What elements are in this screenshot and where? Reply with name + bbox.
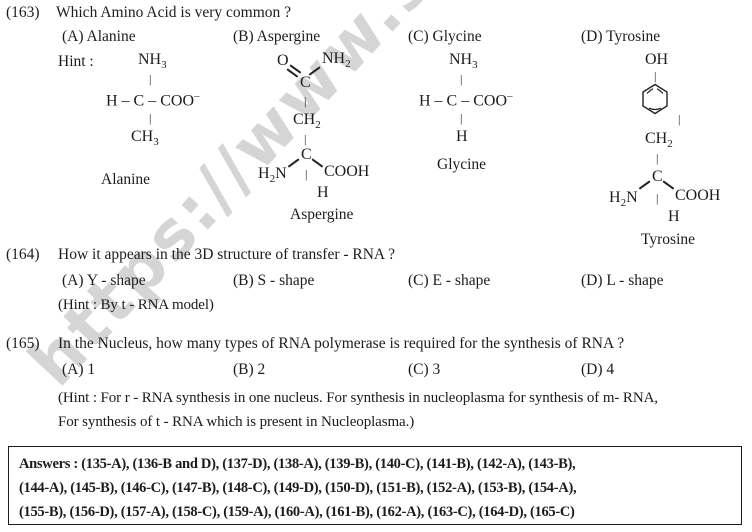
aspergine-h2n: H2N bbox=[258, 165, 287, 186]
tyrosine-h2n: H2N bbox=[609, 189, 638, 210]
aspergine-cooh: COOH bbox=[324, 163, 370, 180]
answers-line-3: (155-B), (156-D), (157-A), (158-C), (159… bbox=[19, 504, 575, 520]
vertical-bond: | bbox=[305, 167, 308, 181]
aspergine-label: Aspergine bbox=[290, 206, 354, 223]
aspergine-h: H bbox=[317, 184, 329, 201]
single-bond bbox=[662, 180, 675, 190]
benzene-ring-icon bbox=[642, 83, 668, 115]
q164-option-a: (A) Y - shape bbox=[62, 272, 146, 289]
tyrosine-ch2: CH2 bbox=[645, 130, 673, 151]
tyrosine-label: Tyrosine bbox=[641, 231, 696, 248]
aspergine-c-top: C bbox=[300, 74, 311, 91]
vertical-bond: | bbox=[654, 69, 657, 83]
question-163-text: Which Amino Acid is very common ? bbox=[56, 4, 292, 21]
question-164-text: How it appears in the 3D structure of tr… bbox=[58, 246, 396, 263]
tyrosine-h: H bbox=[668, 208, 680, 225]
q163-option-d: (D) Tyrosine bbox=[581, 28, 661, 45]
vertical-bond: | bbox=[678, 112, 681, 126]
q163-hint-label: Hint : bbox=[58, 53, 94, 70]
aspergine-ch2: CH2 bbox=[293, 111, 321, 132]
vertical-bond: | bbox=[149, 72, 152, 86]
q165-option-d: (D) 4 bbox=[581, 361, 615, 378]
q163-option-c: (C) Glycine bbox=[408, 28, 482, 45]
alanine-nh3: NH3 bbox=[138, 51, 167, 72]
glycine-h: H bbox=[456, 128, 468, 145]
vertical-bond: | bbox=[149, 111, 152, 125]
q165-option-a: (A) 1 bbox=[62, 361, 96, 378]
single-bond bbox=[311, 158, 324, 168]
q164-option-b: (B) S - shape bbox=[233, 272, 315, 289]
q164-option-c: (C) E - shape bbox=[408, 272, 491, 289]
vertical-bond: | bbox=[304, 132, 307, 146]
q163-option-b: (B) Aspergine bbox=[233, 28, 321, 45]
q164-hint: (Hint : By t - RNA model) bbox=[58, 297, 214, 313]
question-164-number: (164) bbox=[6, 246, 40, 263]
question-165-number: (165) bbox=[6, 335, 40, 352]
vertical-bond: | bbox=[656, 151, 659, 165]
q165-option-c: (C) 3 bbox=[408, 361, 441, 378]
vertical-bond: | bbox=[460, 72, 463, 86]
q165-hint-line-1: (Hint : For r - RNA synthesis in one nuc… bbox=[58, 390, 658, 406]
question-163-number: (163) bbox=[6, 4, 40, 21]
aspergine-c-alpha: C bbox=[301, 146, 312, 163]
vertical-bond: | bbox=[304, 94, 307, 108]
vertical-bond: | bbox=[460, 111, 463, 125]
glycine-nh3: NH3 bbox=[449, 51, 478, 72]
answers-line-2: (144-A), (145-B), (146-C), (147-B), (148… bbox=[19, 480, 577, 496]
tyrosine-cooh: COOH bbox=[675, 187, 721, 204]
tyrosine-oh: OH bbox=[645, 51, 669, 68]
vertical-bond: | bbox=[656, 191, 659, 205]
single-bond bbox=[638, 180, 651, 190]
alanine-backbone: H – C – COO– bbox=[106, 90, 200, 110]
question-165-text: In the Nucleus, how many types of RNA po… bbox=[58, 335, 625, 352]
q165-option-b: (B) 2 bbox=[233, 361, 266, 378]
answers-line-1: Answers : (135-A), (136-B and D), (137-D… bbox=[19, 456, 576, 472]
aspergine-nh2: NH2 bbox=[322, 50, 351, 71]
q163-option-a: (A) Alanine bbox=[62, 28, 136, 45]
alanine-label: Alanine bbox=[101, 171, 151, 188]
glycine-label: Glycine bbox=[437, 156, 487, 173]
answers-box: Answers : (135-A), (136-B and D), (137-D… bbox=[8, 446, 742, 525]
q165-hint-line-2: For synthesis of t - RNA which is presen… bbox=[58, 414, 415, 430]
tyrosine-c-alpha: C bbox=[652, 168, 663, 185]
glycine-backbone: H – C – COO– bbox=[419, 90, 513, 110]
alanine-ch3: CH3 bbox=[131, 128, 159, 149]
q164-option-d: (D) L - shape bbox=[581, 272, 664, 289]
aspergine-o: O bbox=[277, 52, 289, 69]
